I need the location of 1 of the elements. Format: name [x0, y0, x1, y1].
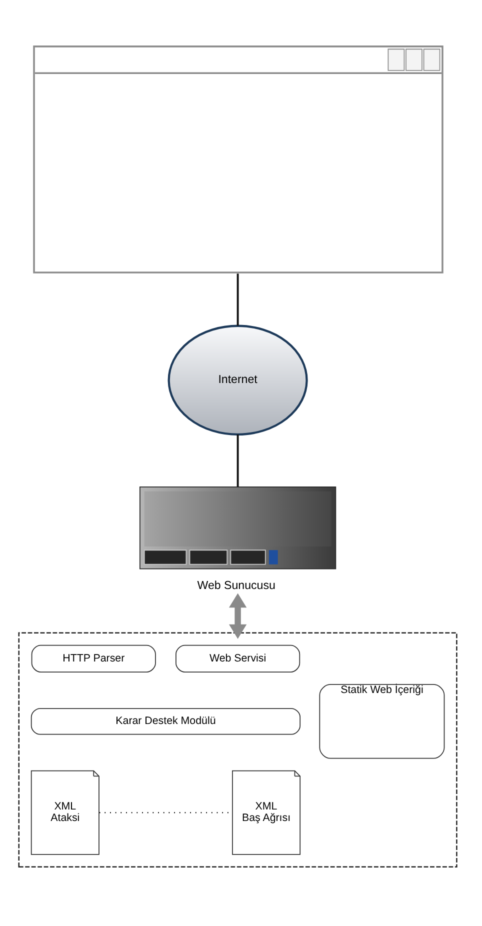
node-label: Web Sunucusu — [197, 580, 276, 592]
